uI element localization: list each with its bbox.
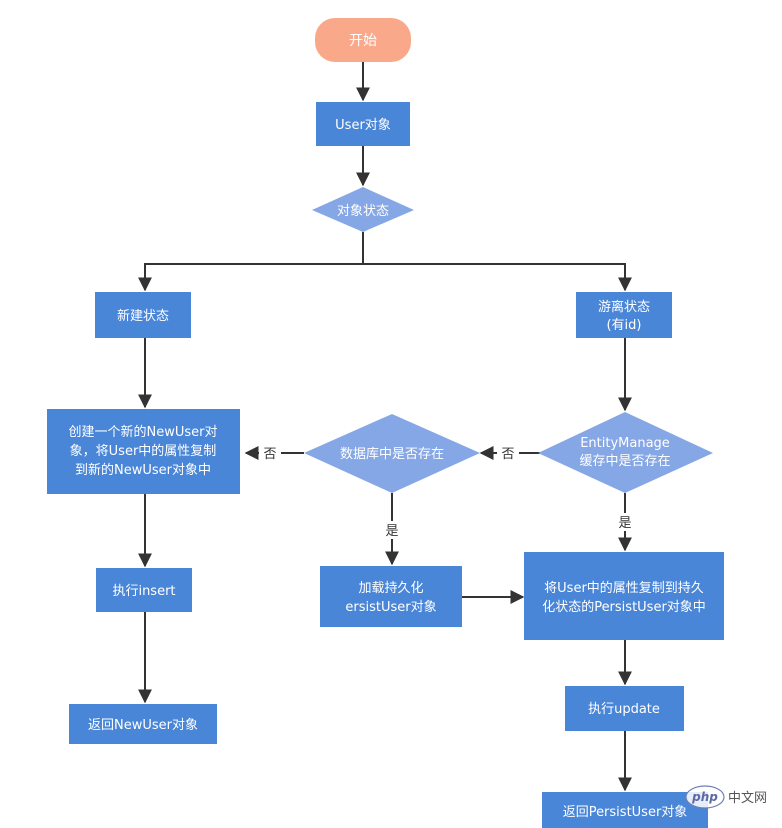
edge-label-yes-db: 是	[385, 524, 398, 539]
object-state-decision	[312, 187, 414, 232]
new-state-node	[95, 292, 191, 338]
edges	[138, 62, 632, 792]
exec-update-label: 执行update	[588, 702, 660, 717]
load-persist-node	[320, 566, 462, 627]
return-new-user-node	[69, 704, 217, 744]
em-cache-label-2: 缓存中是否存在	[579, 454, 670, 469]
start-node-label: 开始	[349, 33, 377, 49]
detached-state-node	[576, 292, 672, 338]
new-state-label: 新建状态	[117, 308, 169, 324]
start-node	[315, 18, 411, 62]
php-cn-watermark: php 中文网	[685, 785, 767, 809]
detached-state-label-2: (有id)	[606, 318, 641, 333]
user-object-label: User对象	[335, 118, 391, 133]
em-cache-decision	[538, 412, 713, 493]
object-state-label: 对象状态	[337, 204, 389, 219]
load-persist-label-2: ersistUser对象	[345, 600, 436, 615]
create-new-user-label-2: 象，将User中的属性复制	[70, 443, 217, 459]
edge-label-no-em: 否	[501, 447, 514, 462]
user-object-node	[316, 102, 410, 146]
create-new-user-node	[47, 409, 240, 494]
exec-update-node	[565, 686, 684, 731]
copy-to-persist-label-2: 化状态的PersistUser对象中	[542, 599, 706, 615]
load-persist-label-1: 加载持久化	[358, 581, 423, 596]
copy-to-persist-label-1: 将User中的属性复制到持久	[544, 580, 704, 596]
edge-state-to-new	[138, 263, 632, 292]
detached-state-label-1: 游离状态	[598, 299, 650, 315]
return-persist-user-label: 返回PersistUser对象	[563, 805, 688, 820]
db-exists-decision	[304, 414, 480, 493]
em-cache-label-1: EntityManage	[580, 436, 670, 451]
php-logo	[685, 785, 725, 809]
db-exists-label: 数据库中是否存在	[340, 446, 444, 462]
php-site-text: 中文网	[728, 791, 767, 806]
return-new-user-label: 返回NewUser对象	[88, 718, 198, 733]
create-new-user-label-3: 到新的NewUser对象中	[75, 462, 211, 478]
edge-label-yes-em: 是	[618, 516, 631, 531]
exec-insert-label: 执行insert	[112, 584, 175, 599]
exec-insert-node	[96, 568, 192, 612]
return-persist-user-node	[542, 792, 708, 828]
copy-to-persist-node	[524, 552, 724, 640]
php-logo-text: php	[691, 790, 718, 804]
create-new-user-label-1: 创建一个新的NewUser对	[69, 424, 218, 440]
edge-label-no-db: 否	[263, 447, 276, 462]
